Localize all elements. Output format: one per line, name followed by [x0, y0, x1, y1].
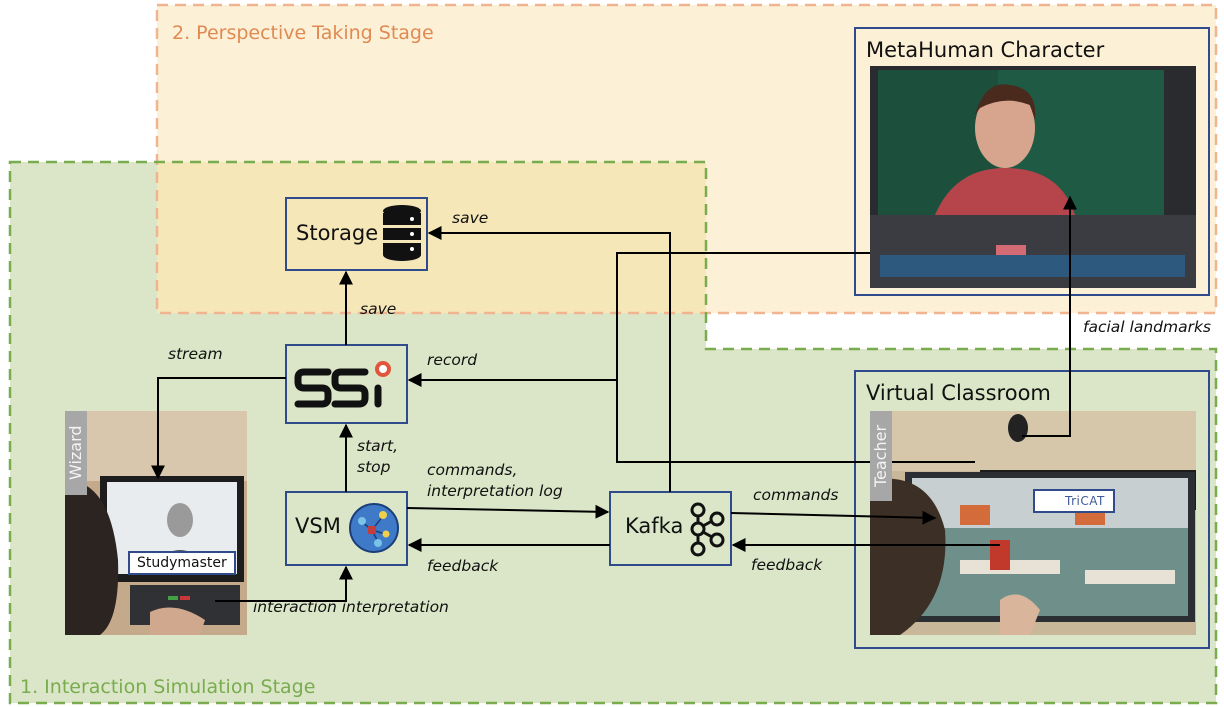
vsm-label: VSM [295, 514, 341, 538]
edge-feedback-vsm: feedback [427, 557, 499, 575]
metahuman-panel [854, 27, 1210, 296]
kafka-icon [690, 502, 725, 557]
studymaster-label: Studymaster [128, 551, 236, 575]
edge-stop: stop [357, 458, 391, 476]
edge-feedback-classroom: feedback [751, 556, 823, 574]
storage-label: Storage [296, 221, 379, 245]
tricat-logo: TriCAT [1033, 489, 1115, 513]
edge-save-ssi: save [360, 300, 397, 318]
vsm-network-icon [349, 503, 399, 553]
database-icon [383, 205, 421, 261]
wizard-tag: Wizard [65, 411, 87, 495]
tricat-text: TriCAT [1065, 494, 1105, 508]
wizard-photo [65, 411, 247, 635]
classroom-panel [854, 370, 1210, 649]
edge-start: start, [357, 437, 399, 455]
teacher-tag: Teacher [870, 411, 892, 501]
edge-interaction: interaction interpretation [253, 598, 449, 616]
classroom-photo [870, 411, 1196, 635]
edge-commands-classroom: commands [753, 486, 839, 504]
metahuman-photo [870, 66, 1196, 288]
edge-commands-vsm-2: interpretation log [427, 482, 563, 500]
storage-box [285, 197, 428, 271]
edge-save-top: save [452, 209, 489, 227]
edge-facial-landmarks: facial landmarks [1083, 318, 1212, 336]
ssi-logo [294, 368, 382, 408]
edge-record: record [427, 351, 478, 369]
edge-stream: stream [168, 345, 223, 363]
classroom-title: Virtual Classroom [866, 381, 1051, 405]
edge-commands-vsm-1: commands, [427, 461, 518, 479]
stage1-title: 1. Interaction Simulation Stage [20, 676, 316, 698]
overlap-region [157, 162, 706, 313]
metahuman-title: MetaHuman Character [866, 38, 1105, 62]
stage2-title: 2. Perspective Taking Stage [172, 22, 434, 44]
kafka-label: Kafka [625, 514, 684, 538]
